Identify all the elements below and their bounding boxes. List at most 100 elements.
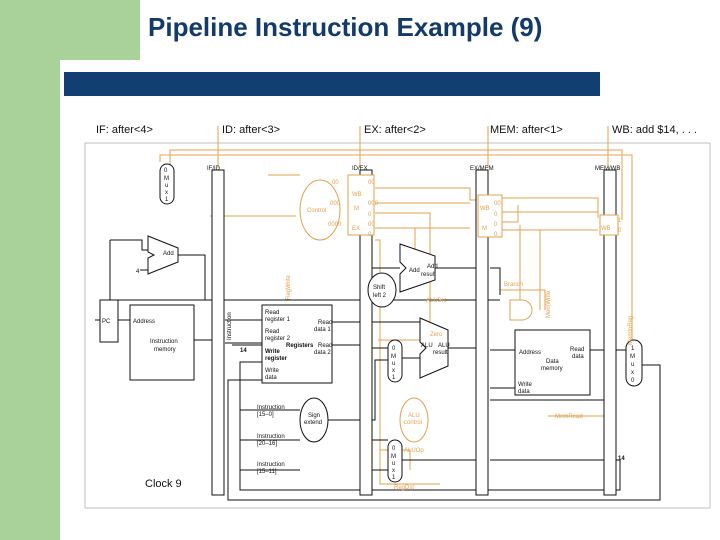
read-data-label: Read [570,347,584,353]
idex-ex-0: 0 [368,212,372,218]
pc-adder-label: Add [163,251,174,257]
write-data-label: Write [265,368,280,374]
instr-15-11-label2: [15–11] [257,469,277,475]
data-mem-label: Data [546,359,559,365]
instr-mem-label: Instruction [150,339,178,345]
wb-14-label: 14 [618,456,625,462]
memwb-label: MEM/WB [595,166,620,172]
idex-wb-in: 00 [332,180,339,186]
memwb-wb-label: WB [601,226,611,232]
registers-label: Registers [286,343,314,349]
shift-label: Shift [373,285,385,291]
if-mux [159,163,175,205]
read-data1-label: Read [318,320,332,326]
alu-label: ALU [421,343,433,349]
diagram-frame [84,142,711,509]
memtoreg-label: MemtoReg [628,316,634,345]
memwb-1: 1 [618,218,622,224]
branch-and-gate [509,299,533,321]
memwb-register [603,169,617,496]
branch-adder [399,243,436,293]
idex-wb-label: WB [352,192,362,198]
read-reg1-label: Read [265,310,279,316]
stage-if: IF: after<4> [96,124,153,136]
write-data-label2: data [265,375,277,381]
data-mem-label2: memory [541,366,563,372]
alu-control [399,397,429,443]
sign-label: Sign [308,413,320,419]
instr-15-0-label: Instruction [257,405,285,411]
branch-label: Branch [504,282,523,288]
alu-result-label2: result [433,350,448,356]
svg-text:x: x [392,468,395,474]
instr-20-16-label2: [20–16] [257,441,277,447]
svg-text:1: 1 [631,346,635,352]
read-data1-label2: data 1 [314,327,331,333]
title-underline-bar [64,72,600,96]
instr-15-11-label: Instruction [257,462,285,468]
control-unit [299,179,341,241]
data-address-label: Address [519,350,541,356]
aluop-label: ALUOp [404,448,424,454]
read-reg2-label: Read [265,329,279,335]
wb-mux [625,339,643,387]
alu-result-label: ALU [438,343,450,349]
svg-text:0: 0 [392,346,396,352]
svg-text:u: u [392,361,395,367]
idex-m-in: 000 [330,201,341,207]
alu-control-label: ALU [408,413,420,419]
idex-wb-out: 00 [368,180,375,186]
instr-mem-label2: memory [154,347,176,353]
svg-text:0: 0 [392,446,396,452]
svg-text:u: u [631,362,634,368]
ifid-label: IF/ID [207,166,221,172]
idex-ex-label: EX [352,226,360,232]
idex-m-out: 000 [368,201,379,207]
svg-text:x: x [392,368,395,374]
add-result-label2: result [421,272,436,278]
idex-register [359,169,373,496]
stage-id: ID: after<3> [222,124,281,136]
pc-adder [147,235,179,275]
pc-label: PC [102,319,111,325]
data-write-label: Write [518,382,533,388]
svg-text:M: M [164,176,169,182]
svg-text:M: M [630,354,635,360]
control-label: Control [307,208,326,214]
reg-14-label: 14 [240,348,247,354]
exmem-register [475,169,489,496]
svg-text:x: x [631,370,634,376]
svg-text:1: 1 [392,475,396,481]
stage-mem: MEM: after<1> [490,124,563,136]
idex-ex-00: 00 [368,222,375,228]
decorative-band-left [0,60,60,540]
zero-label: Zero [430,332,443,338]
slide-title: Pipeline Instruction Example (9) [148,12,543,42]
regdst-label: RegDst [394,485,414,491]
stage-ex: EX: after<2> [364,124,426,136]
shift-label2: left 2 [373,293,387,299]
clock-label: Clock 9 [145,478,182,490]
instr-address-label: Address [133,319,155,325]
idex-ex-in: 0000 [328,222,342,228]
exmem-m0b: 0 [494,222,498,228]
read-data-label2: data [572,354,584,360]
register-file [261,304,333,384]
svg-text:0: 0 [631,378,635,384]
write-reg-label: Write [265,349,281,355]
memread-label: MemRead [555,414,583,420]
svg-text:1: 1 [165,197,169,203]
svg-text:u: u [392,461,395,467]
regwrite-label: RegWrite [286,274,292,300]
exmem-m-label: M [482,226,487,232]
data-write-label2: data [518,389,530,395]
alusrc-label: ALUSrc [426,298,447,304]
read-reg2-label2: register 2 [265,336,291,342]
ifid-register [211,169,225,496]
read-reg1-label2: register 1 [265,317,291,323]
svg-text:M: M [391,354,396,360]
alusrc-mux [387,339,403,383]
svg-text:M: M [391,454,396,460]
